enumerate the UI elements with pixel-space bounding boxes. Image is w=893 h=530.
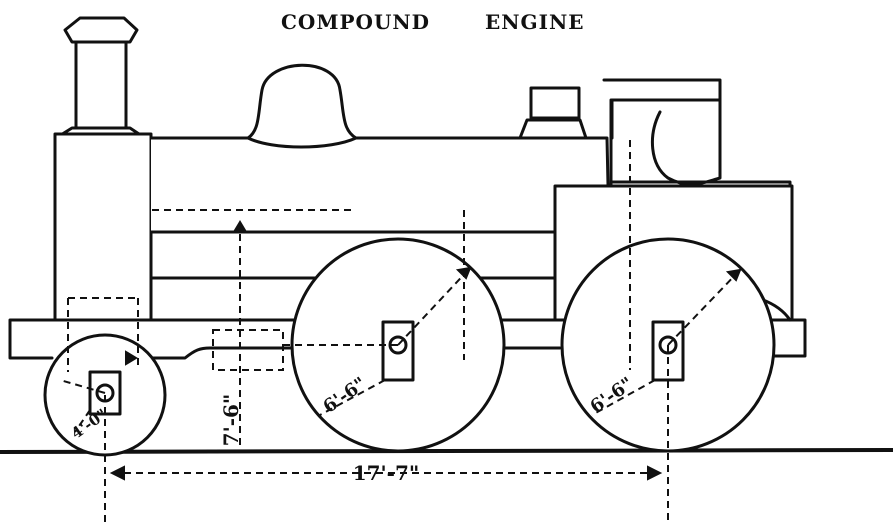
title-word-engine: ENGINE — [485, 10, 585, 34]
boiler-height-label: 7'-6" — [219, 394, 243, 447]
rail-line — [0, 448, 893, 454]
diagram-title: COMPOUND ENGINE — [0, 6, 893, 38]
title-word-compound: COMPOUND — [281, 10, 431, 34]
steam-dome — [246, 63, 358, 149]
safety-valve — [518, 86, 588, 140]
axle-box-driving-1 — [381, 320, 415, 382]
smokebox — [53, 132, 153, 322]
wheelbase-label: 17'-7" — [353, 461, 420, 485]
boiler — [149, 136, 611, 234]
